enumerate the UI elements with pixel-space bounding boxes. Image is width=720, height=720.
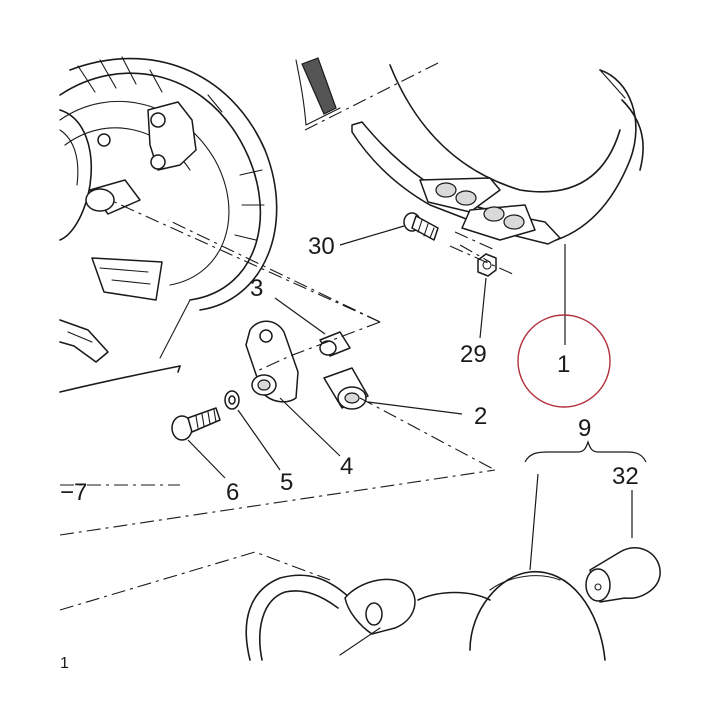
leader-lines [187,225,647,571]
washer-5 [224,390,240,410]
callout-4: 4 [340,453,353,480]
spacer-2 [323,367,369,410]
bulb-32 [585,547,661,603]
callout-2: 2 [474,403,487,430]
nut-29 [477,253,497,277]
callout-9: 9 [578,415,591,442]
screw-6 [171,407,221,441]
callout-bottom-1: 1 [60,655,69,672]
lamp-housing-9 [245,571,606,661]
bush-3 [319,331,351,357]
callout-30: 30 [308,233,335,260]
mudguard-part-1 [295,57,644,245]
highlight-circle [517,314,611,408]
assembly-lines [59,61,516,611]
mounting-bracket-4 [245,320,299,403]
callout-1: 1 [557,351,570,378]
callout-3: 3 [250,275,263,302]
callout-5: 5 [280,469,293,496]
callout-6: 6 [226,479,239,506]
screw-30 [403,212,439,241]
callout-32: 32 [612,463,639,490]
callout-29: 29 [460,341,487,368]
callout-7: −7 [60,479,87,506]
wheel-assembly [59,56,278,393]
